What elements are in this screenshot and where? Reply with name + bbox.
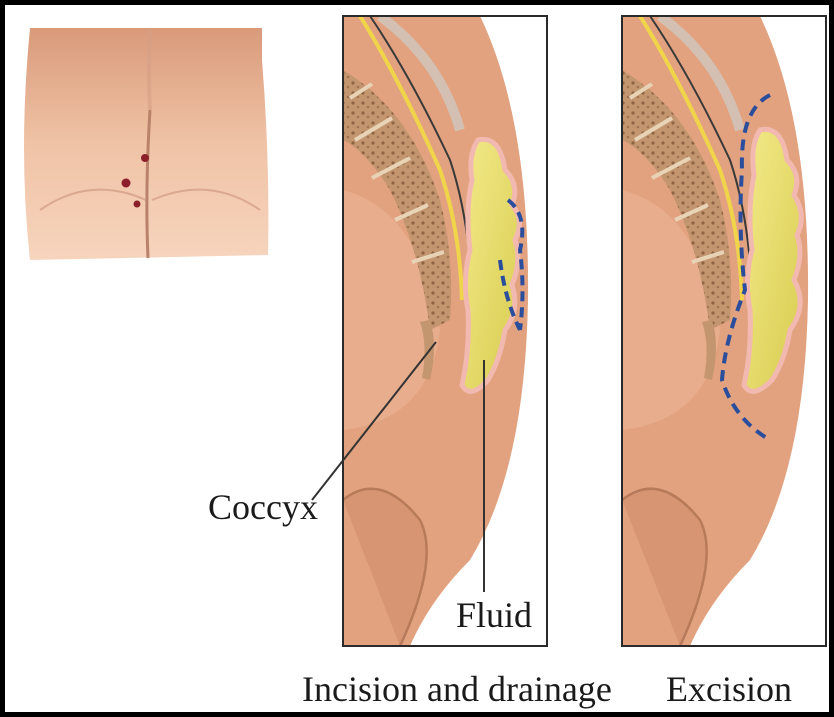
sinus-opening	[134, 201, 141, 208]
excision-panel	[622, 16, 826, 646]
fluid-label: Fluid	[456, 594, 532, 636]
incision-panel	[343, 16, 547, 646]
coccyx-label: Coccyx	[208, 486, 318, 528]
incision-caption: Incision and drainage	[302, 668, 612, 710]
sinus-opening	[122, 179, 131, 188]
lower-back-photo	[24, 28, 268, 260]
sinus-opening	[141, 154, 149, 162]
excision-caption: Excision	[666, 668, 792, 710]
